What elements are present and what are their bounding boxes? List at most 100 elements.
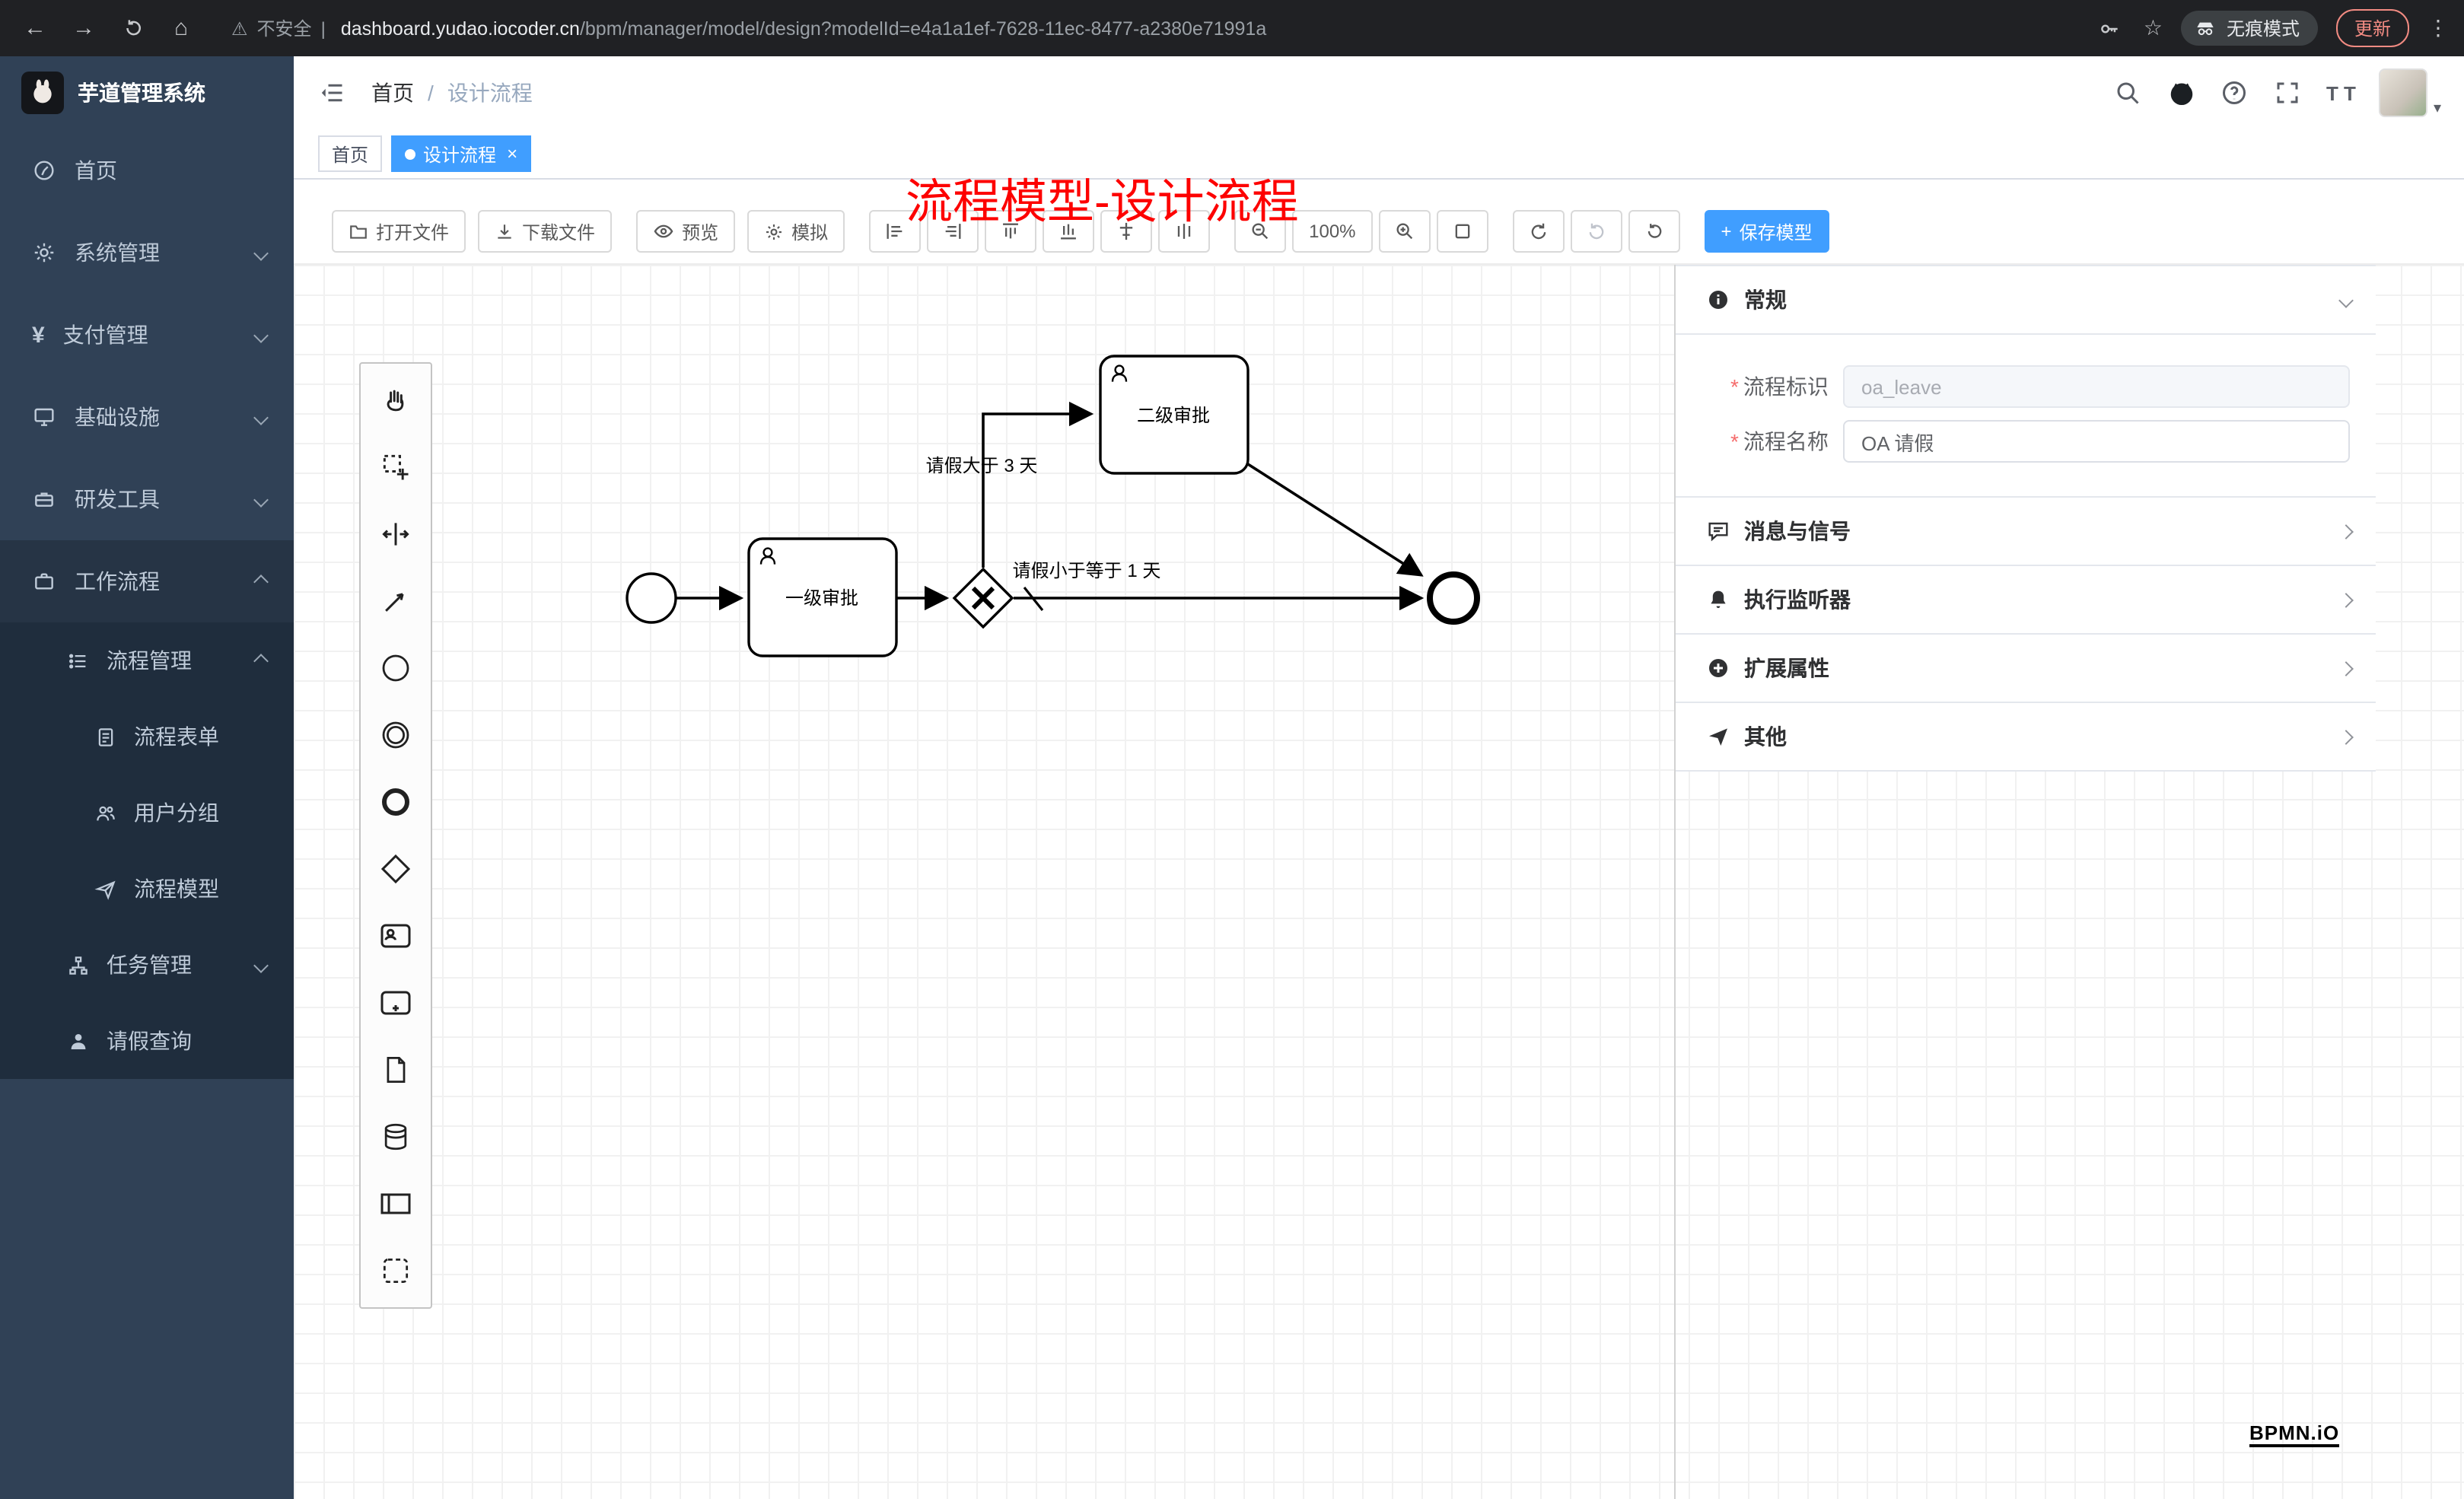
github-icon[interactable] bbox=[2166, 78, 2197, 108]
section-other[interactable]: 其他 bbox=[1676, 703, 2376, 772]
align-left-button[interactable] bbox=[869, 210, 922, 253]
org-tree-icon bbox=[67, 953, 90, 976]
align-center-h-button[interactable] bbox=[1100, 210, 1153, 253]
process-key-input[interactable] bbox=[1843, 365, 2350, 408]
distribute-button[interactable] bbox=[1158, 210, 1211, 253]
section-execution-listener[interactable]: 执行监听器 bbox=[1676, 566, 2376, 635]
url-path: /bpm/manager/model/design?modelId=e4a1a1… bbox=[579, 18, 1267, 39]
align-right-button[interactable] bbox=[927, 210, 979, 253]
avatar[interactable] bbox=[2378, 68, 2427, 117]
align-bottom-button[interactable] bbox=[1043, 210, 1095, 253]
sidebar-item-workflow[interactable]: 工作流程 bbox=[0, 540, 294, 622]
zoom-out-button[interactable] bbox=[1234, 210, 1287, 253]
tab-design-process[interactable]: 设计流程 × bbox=[391, 135, 532, 172]
search-icon[interactable] bbox=[2113, 78, 2144, 108]
palette-create-participant-icon[interactable] bbox=[361, 1170, 431, 1237]
key-icon[interactable] bbox=[2095, 13, 2125, 43]
section-message-signal[interactable]: 消息与信号 bbox=[1676, 498, 2376, 566]
align-top-button[interactable] bbox=[985, 210, 1037, 253]
sidebar-item-payment[interactable]: ¥ 支付管理 bbox=[0, 294, 294, 376]
download-file-button[interactable]: 下载文件 bbox=[478, 210, 613, 253]
palette-create-start-event-icon[interactable] bbox=[361, 635, 431, 702]
breadcrumb-home[interactable]: 首页 bbox=[371, 81, 414, 105]
exclusive-gateway-node[interactable] bbox=[952, 567, 1014, 629]
open-file-button[interactable]: 打开文件 bbox=[332, 210, 466, 253]
zoom-in-button[interactable] bbox=[1378, 210, 1431, 253]
palette-create-data-store-icon[interactable] bbox=[361, 1103, 431, 1170]
bookmark-star-icon[interactable]: ☆ bbox=[2143, 15, 2163, 40]
sidebar-item-devtools[interactable]: 研发工具 bbox=[0, 458, 294, 540]
palette-create-subprocess-icon[interactable] bbox=[361, 969, 431, 1036]
required-mark: * bbox=[1730, 374, 1739, 399]
palette-create-group-icon[interactable] bbox=[361, 1237, 431, 1304]
task-label: 二级审批 bbox=[1137, 406, 1210, 426]
start-event-node[interactable] bbox=[626, 572, 677, 624]
sequence-flow-gateway-to-task2[interactable] bbox=[982, 401, 1094, 568]
forward-icon[interactable]: → bbox=[72, 15, 95, 41]
undo-button[interactable] bbox=[1512, 210, 1565, 253]
caret-down-icon: ▾ bbox=[2433, 100, 2441, 117]
fullscreen-icon[interactable] bbox=[2273, 78, 2303, 108]
sidebar-item-process-form[interactable]: 流程表单 bbox=[0, 699, 294, 775]
zoom-level[interactable]: 100% bbox=[1292, 210, 1373, 253]
close-tab-icon[interactable]: × bbox=[507, 143, 518, 164]
home-icon[interactable]: ⌂ bbox=[173, 15, 189, 41]
bpmn-canvas[interactable]: 一级审批 二级审批 bbox=[294, 263, 2464, 1499]
plus-circle-icon bbox=[1706, 656, 1730, 680]
site-security-chip[interactable]: ⚠ 不安全 | bbox=[231, 15, 326, 41]
condition-label-le1[interactable]: 请假小于等于 1 天 bbox=[1013, 561, 1161, 581]
navbar-actions: T T ▾ bbox=[2113, 68, 2441, 117]
bpmn-diagram[interactable]: 一级审批 二级审批 bbox=[294, 265, 2464, 1499]
user-menu[interactable]: ▾ bbox=[2378, 68, 2441, 117]
user-task-2[interactable]: 二级审批 bbox=[1099, 355, 1250, 475]
zoom-reset-button[interactable] bbox=[1436, 210, 1488, 253]
palette-space-tool-icon[interactable] bbox=[361, 501, 431, 568]
browser-chrome: ← → ⌂ ⚠ 不安全 | dashboard.yudao.iocoder.cn… bbox=[0, 0, 2464, 56]
gear-icon bbox=[32, 240, 56, 265]
redo-button[interactable] bbox=[1570, 210, 1622, 253]
sidebar-item-task-mgmt[interactable]: 任务管理 bbox=[0, 927, 294, 1003]
sidebar-item-leave-query[interactable]: 请假查询 bbox=[0, 1003, 294, 1079]
tab-home[interactable]: 首页 bbox=[318, 135, 383, 172]
palette-hand-tool-icon[interactable] bbox=[361, 367, 431, 434]
sidebar-item-home[interactable]: 首页 bbox=[0, 129, 294, 212]
chevron-down-icon bbox=[253, 327, 269, 342]
button-label: 打开文件 bbox=[376, 221, 450, 243]
preview-button[interactable]: 预览 bbox=[636, 210, 736, 253]
end-event-node[interactable] bbox=[1427, 571, 1480, 625]
bpmn-io-logo[interactable]: BPMN.iO bbox=[2249, 1421, 2340, 1447]
gateway-x-icon bbox=[971, 586, 995, 610]
address-bar[interactable]: dashboard.yudao.iocoder.cn/bpm/manager/m… bbox=[341, 18, 2077, 39]
sidebar-item-system[interactable]: 系统管理 bbox=[0, 212, 294, 294]
sequence-flow-task2-to-end[interactable] bbox=[1247, 463, 1424, 577]
section-general[interactable]: 常规 bbox=[1676, 266, 2376, 335]
simulate-button[interactable]: 模拟 bbox=[747, 210, 845, 253]
palette-create-user-task-icon[interactable] bbox=[361, 902, 431, 969]
condition-label-gt3[interactable]: 请假大于 3 天 bbox=[926, 456, 1038, 476]
restart-button[interactable] bbox=[1628, 210, 1680, 253]
sidebar-item-process-model[interactable]: 流程模型 bbox=[0, 851, 294, 927]
save-model-button[interactable]: + 保存模型 bbox=[1704, 210, 1829, 253]
palette-lasso-tool-icon[interactable] bbox=[361, 434, 431, 501]
sidebar-item-user-group[interactable]: 用户分组 bbox=[0, 775, 294, 851]
reload-icon[interactable] bbox=[113, 8, 152, 48]
palette-create-intermediate-event-icon[interactable] bbox=[361, 702, 431, 769]
user-task-1[interactable]: 一级审批 bbox=[747, 537, 898, 657]
help-icon[interactable] bbox=[2220, 78, 2250, 108]
button-label: 模拟 bbox=[791, 221, 829, 243]
font-size-icon[interactable]: T T bbox=[2326, 81, 2356, 104]
sidebar-collapse-icon[interactable] bbox=[317, 78, 347, 108]
palette-create-gateway-icon[interactable] bbox=[361, 835, 431, 902]
palette-create-data-object-icon[interactable] bbox=[361, 1036, 431, 1103]
app-logo[interactable]: 芋道管理系统 bbox=[0, 56, 294, 129]
process-name-input[interactable] bbox=[1843, 420, 2350, 463]
palette-global-connect-tool-icon[interactable] bbox=[361, 568, 431, 635]
browser-menu-icon[interactable]: ⋮ bbox=[2427, 15, 2449, 40]
update-button[interactable]: 更新 bbox=[2335, 9, 2409, 47]
main-content: 首页 / 设计流程 bbox=[294, 56, 2464, 1499]
back-icon[interactable]: ← bbox=[24, 15, 46, 41]
sidebar-item-process-mgmt[interactable]: 流程管理 bbox=[0, 622, 294, 699]
section-extension-attributes[interactable]: 扩展属性 bbox=[1676, 635, 2376, 703]
sidebar-item-infrastructure[interactable]: 基础设施 bbox=[0, 376, 294, 458]
palette-create-end-event-icon[interactable] bbox=[361, 769, 431, 835]
